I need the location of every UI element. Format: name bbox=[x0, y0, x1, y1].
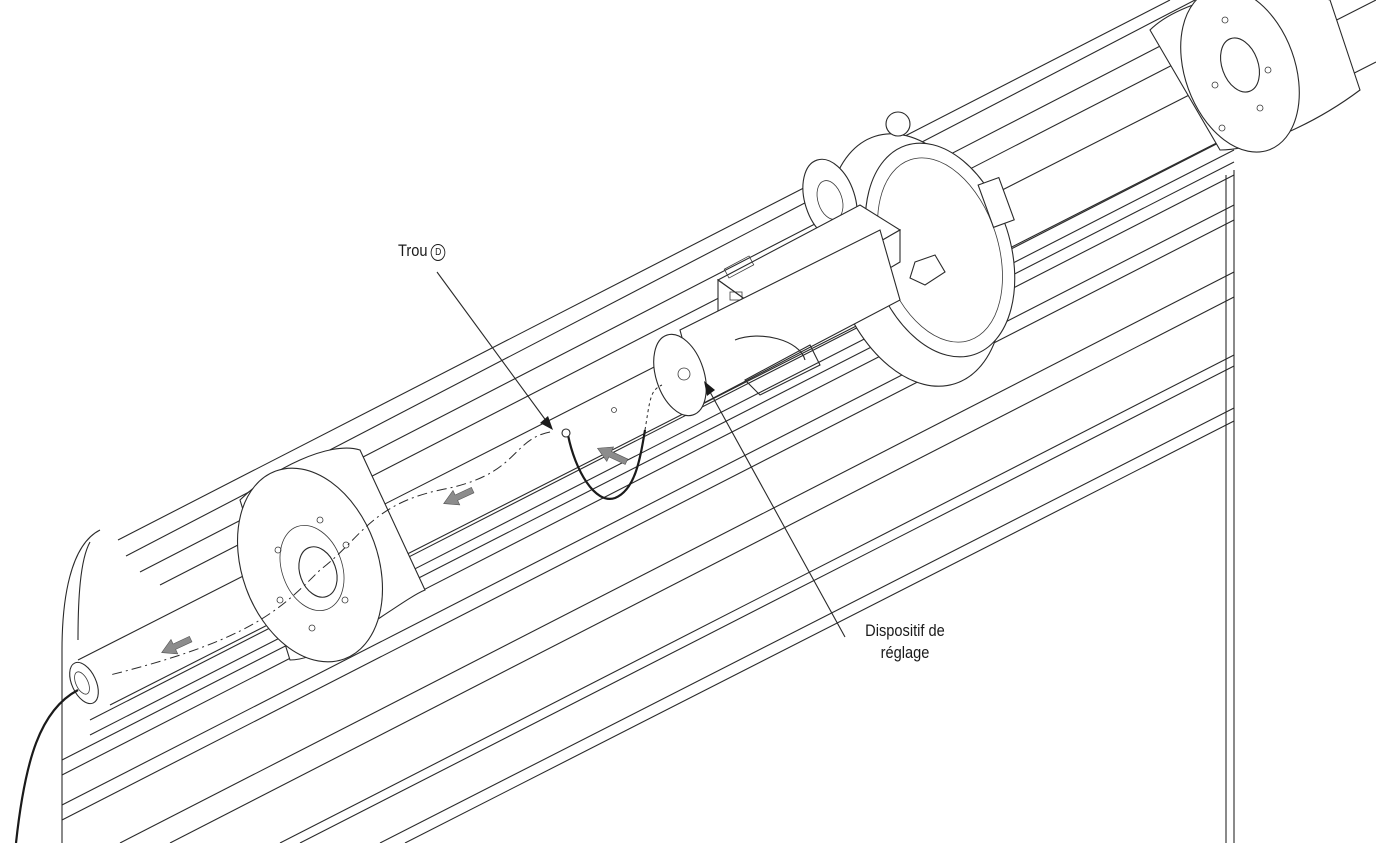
adjuster-label-line1: Dispositif de bbox=[865, 621, 945, 640]
flow-arrows bbox=[161, 446, 629, 655]
adjuster-label: Dispositif de réglage bbox=[849, 620, 961, 664]
motor-body bbox=[611, 229, 901, 417]
shutter-housing bbox=[61, 0, 1261, 843]
hole-letter-badge: D bbox=[430, 244, 446, 261]
hole-label-text: Trou bbox=[398, 241, 428, 260]
right-end-disc bbox=[1149, 0, 1361, 153]
cable bbox=[14, 384, 663, 843]
adjuster-label-line2: réglage bbox=[880, 643, 930, 662]
flow-arrow-icon bbox=[596, 446, 629, 465]
flow-arrow-icon bbox=[443, 486, 475, 506]
leader-lines bbox=[436, 271, 846, 638]
flow-arrow-icon bbox=[161, 635, 193, 655]
left-end-disc bbox=[236, 447, 426, 663]
